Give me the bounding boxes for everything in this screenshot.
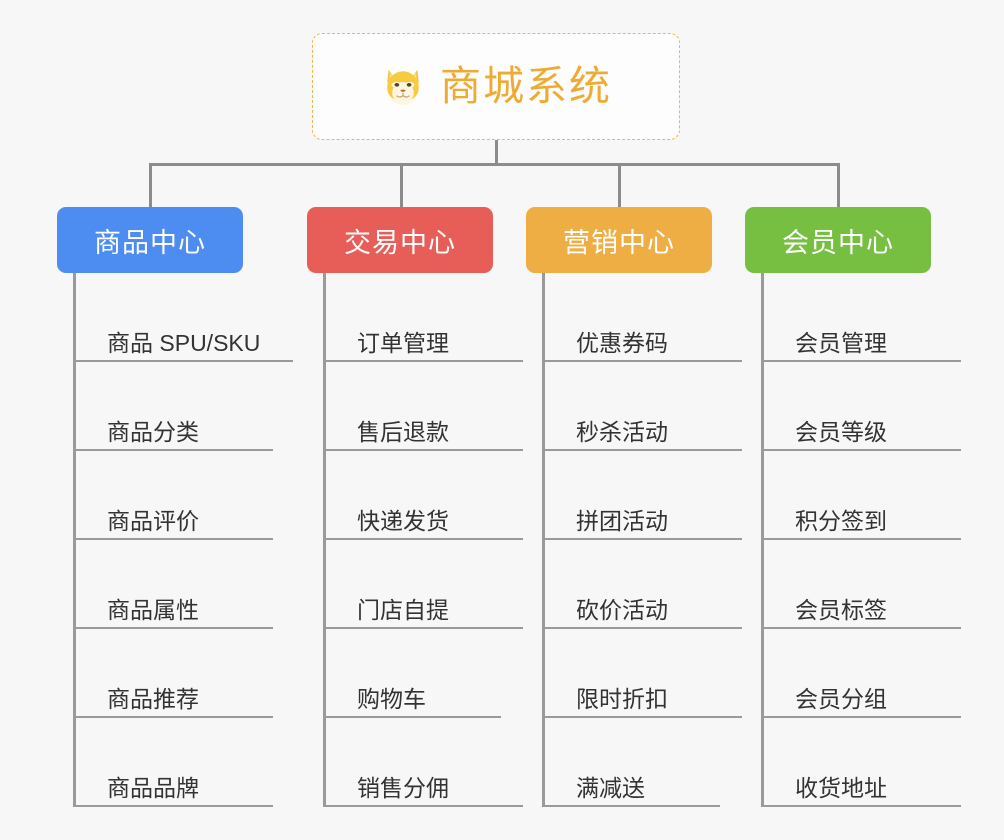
leaf-label: 会员标签 bbox=[795, 596, 887, 623]
root-node[interactable]: 商城系统 bbox=[312, 33, 680, 140]
leaf-item[interactable]: 会员管理 bbox=[761, 273, 961, 362]
shiba-dog-face-icon bbox=[387, 69, 419, 105]
connector-drop-1 bbox=[149, 163, 152, 208]
category-box-product-center[interactable]: 商品中心 bbox=[57, 207, 243, 273]
connector-root-stem bbox=[495, 140, 498, 165]
leaf-item[interactable]: 商品 SPU/SKU bbox=[73, 273, 293, 362]
leaf-label: 砍价活动 bbox=[576, 596, 668, 623]
leaf-item[interactable]: 会员标签 bbox=[761, 540, 961, 629]
leaf-label: 商品分类 bbox=[107, 418, 199, 445]
connector-horizontal-bus bbox=[150, 163, 840, 166]
leaf-item[interactable]: 会员分组 bbox=[761, 629, 961, 718]
leaf-item[interactable]: 秒杀活动 bbox=[542, 362, 742, 451]
leaf-label: 商品品牌 bbox=[107, 774, 199, 801]
leaf-item[interactable]: 商品分类 bbox=[73, 362, 273, 451]
connector-drop-2 bbox=[400, 163, 403, 208]
leaf-label: 收货地址 bbox=[795, 774, 887, 801]
leaf-label: 积分签到 bbox=[795, 507, 887, 534]
leaf-item[interactable]: 积分签到 bbox=[761, 451, 961, 540]
leaf-item[interactable]: 销售分佣 bbox=[323, 718, 523, 807]
leaf-item[interactable]: 满减送 bbox=[542, 718, 720, 807]
category-label: 交易中心 bbox=[344, 227, 456, 258]
leaf-label: 快递发货 bbox=[357, 507, 449, 534]
leaf-label: 商品 SPU/SKU bbox=[107, 329, 261, 356]
leaf-label: 会员分组 bbox=[795, 685, 887, 712]
leaf-item[interactable]: 商品推荐 bbox=[73, 629, 273, 718]
leaf-item[interactable]: 门店自提 bbox=[323, 540, 523, 629]
leaf-label: 商品属性 bbox=[107, 596, 199, 623]
leaf-label: 订单管理 bbox=[357, 329, 449, 356]
connector-drop-3 bbox=[618, 163, 621, 208]
leaf-label: 商品推荐 bbox=[107, 685, 199, 712]
connector-drop-4 bbox=[837, 163, 840, 208]
leaf-item[interactable]: 购物车 bbox=[323, 629, 501, 718]
leaf-item[interactable]: 拼团活动 bbox=[542, 451, 742, 540]
leaf-label: 售后退款 bbox=[357, 418, 449, 445]
leaf-item[interactable]: 商品品牌 bbox=[73, 718, 273, 807]
leaf-label: 购物车 bbox=[357, 685, 426, 712]
leaf-label: 拼团活动 bbox=[576, 507, 668, 534]
leaf-item[interactable]: 优惠券码 bbox=[542, 273, 742, 362]
leaf-column-marketing-center: 优惠券码 秒杀活动 拼团活动 砍价活动 限时折扣 满减送 bbox=[542, 273, 782, 807]
leaf-label: 限时折扣 bbox=[576, 685, 668, 712]
column-spine bbox=[73, 273, 76, 807]
leaf-label: 会员管理 bbox=[795, 329, 887, 356]
leaf-column-product-center: 商品 SPU/SKU 商品分类 商品评价 商品属性 商品推荐 商品品牌 bbox=[73, 273, 313, 807]
leaf-item[interactable]: 收货地址 bbox=[761, 718, 961, 807]
column-spine bbox=[542, 273, 545, 807]
category-box-member-center[interactable]: 会员中心 bbox=[745, 207, 931, 273]
leaf-item[interactable]: 会员等级 bbox=[761, 362, 961, 451]
category-label: 营销中心 bbox=[563, 227, 675, 258]
leaf-column-member-center: 会员管理 会员等级 积分签到 会员标签 会员分组 收货地址 bbox=[761, 273, 1001, 807]
leaf-label: 优惠券码 bbox=[576, 329, 668, 356]
leaf-item[interactable]: 售后退款 bbox=[323, 362, 523, 451]
leaf-label: 商品评价 bbox=[107, 507, 199, 534]
leaf-label: 满减送 bbox=[576, 774, 645, 801]
category-label: 商品中心 bbox=[94, 227, 206, 258]
leaf-item[interactable]: 商品评价 bbox=[73, 451, 273, 540]
leaf-item[interactable]: 商品属性 bbox=[73, 540, 273, 629]
column-spine bbox=[761, 273, 764, 807]
root-title: 商城系统 bbox=[440, 63, 612, 109]
leaf-label: 销售分佣 bbox=[357, 774, 449, 801]
category-box-trade-center[interactable]: 交易中心 bbox=[307, 207, 493, 273]
category-label: 会员中心 bbox=[782, 227, 894, 258]
column-spine bbox=[323, 273, 326, 807]
category-box-marketing-center[interactable]: 营销中心 bbox=[526, 207, 712, 273]
leaf-item[interactable]: 限时折扣 bbox=[542, 629, 742, 718]
leaf-item[interactable]: 订单管理 bbox=[323, 273, 523, 362]
leaf-item[interactable]: 砍价活动 bbox=[542, 540, 742, 629]
leaf-label: 会员等级 bbox=[795, 418, 887, 445]
leaf-label: 秒杀活动 bbox=[576, 418, 668, 445]
leaf-item[interactable]: 快递发货 bbox=[323, 451, 523, 540]
leaf-label: 门店自提 bbox=[357, 596, 449, 623]
leaf-column-trade-center: 订单管理 售后退款 快递发货 门店自提 购物车 销售分佣 bbox=[323, 273, 563, 807]
